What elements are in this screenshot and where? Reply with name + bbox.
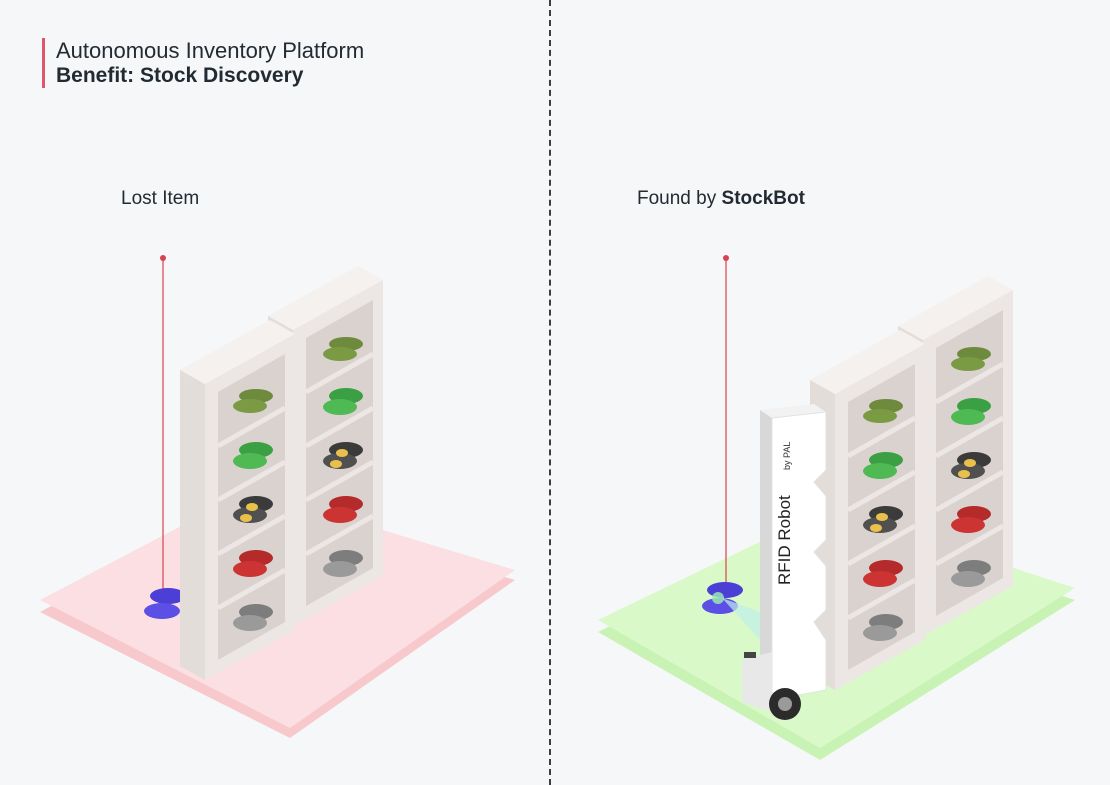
robot-name-text: RFID Robot xyxy=(775,495,794,585)
lost-shoe-left xyxy=(144,588,186,619)
robot-brand-text: by PAL xyxy=(782,442,792,470)
left-panel-label: Lost Item xyxy=(121,188,200,209)
left-shelf-front xyxy=(180,320,295,680)
right-panel-label-bold: StockBot xyxy=(721,188,805,209)
panel-divider xyxy=(549,0,551,785)
right-panel-label: Found by StockBot xyxy=(637,188,805,210)
right-marker xyxy=(723,255,729,590)
rfid-scan-beam xyxy=(722,598,760,640)
right-panel-label-prefix: Found by xyxy=(637,188,717,209)
page-subtitle: Benefit: Stock Discovery xyxy=(56,64,304,87)
page-header: Autonomous Inventory Platform Benefit: S… xyxy=(42,38,364,88)
page-title: Autonomous Inventory Platform xyxy=(56,38,365,63)
right-shelf-front xyxy=(810,330,925,690)
left-marker xyxy=(160,255,166,596)
rfid-robot xyxy=(742,404,827,720)
